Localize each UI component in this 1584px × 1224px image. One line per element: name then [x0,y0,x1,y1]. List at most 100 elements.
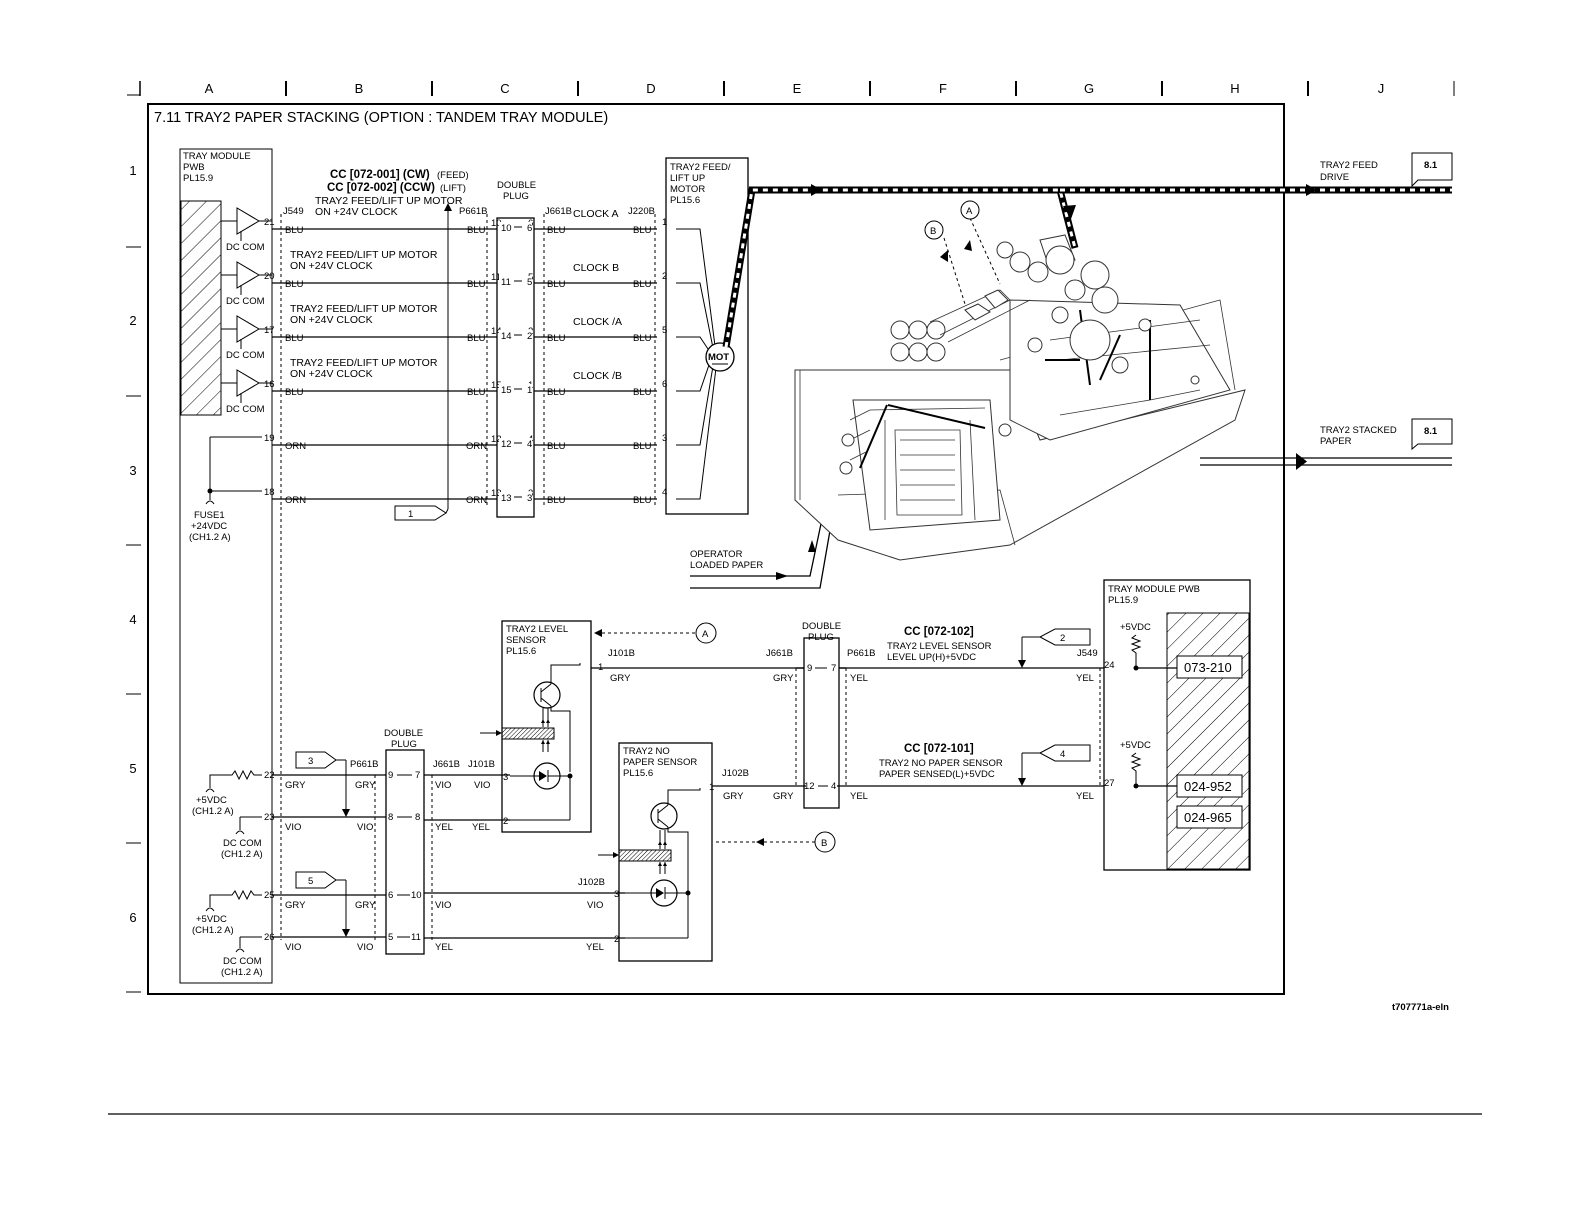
svg-text:J102B: J102B [722,768,749,779]
row-ruler: 1 2 3 4 5 6 [126,163,141,993]
svg-text:CLOCK /A: CLOCK /A [573,316,622,328]
svg-text:DC COM: DC COM [226,404,265,415]
svg-text:PLUG: PLUG [808,632,834,643]
svg-text:GRY: GRY [355,780,376,791]
svg-text:11: 11 [491,272,501,283]
col-e: E [793,81,802,96]
svg-text:25: 25 [264,890,275,901]
svg-text:27: 27 [1104,778,1115,789]
svg-text:2: 2 [503,816,508,827]
svg-text:TRAY2 LEVEL SENSOR: TRAY2 LEVEL SENSOR [887,641,992,652]
svg-text:11: 11 [411,932,421,943]
svg-text:TRAY2 STACKED: TRAY2 STACKED [1320,425,1397,436]
svg-text:15: 15 [491,380,502,391]
svg-text:ON +24V CLOCK: ON +24V CLOCK [290,314,373,326]
svg-text:7: 7 [415,770,420,781]
svg-text:5: 5 [527,277,532,288]
svg-text:(LIFT): (LIFT) [440,183,466,194]
svg-text:10: 10 [491,218,502,229]
svg-text:BLU: BLU [547,225,566,236]
operator-loaded-paper: OPERATOR LOADED PAPER [690,518,833,589]
svg-text:TRAY2 LEVEL: TRAY2 LEVEL [506,624,568,635]
col-b: B [355,81,364,96]
svg-text:BLU: BLU [285,333,304,344]
svg-text:TRAY2 NO: TRAY2 NO [623,746,670,757]
svg-text:TRAY2 FEED/LIFT UP MOTOR: TRAY2 FEED/LIFT UP MOTOR [290,357,438,369]
svg-text:BLU: BLU [633,225,652,236]
svg-text:CC [072-001] (CW): CC [072-001] (CW) [330,169,430,181]
flag-3: 3 [295,751,350,817]
svg-text:BLU: BLU [547,279,566,290]
svg-text:1: 1 [408,509,413,520]
level-signal-harness: J101B GRY J661B GRY P661B YEL J549 YEL D… [591,621,1160,809]
svg-text:PLUG: PLUG [391,739,417,750]
svg-text:VIO: VIO [587,900,603,911]
svg-text:VIO: VIO [285,942,301,953]
svg-text:5: 5 [388,932,393,943]
svg-text:ORN: ORN [285,441,306,452]
svg-text:(CH1.2 A): (CH1.2 A) [192,925,234,936]
svg-text:FUSE1: FUSE1 [194,510,225,521]
feed-lift-motor: TRAY2 FEED/ LIFT UP MOTOR PL15.6 1 2 5 6… [662,157,749,515]
svg-text:BLU: BLU [547,441,566,452]
svg-text:J661B: J661B [766,648,793,659]
svg-text:5: 5 [308,876,313,887]
svg-text:(CH1.2 A): (CH1.2 A) [189,532,231,543]
svg-text:+5VDC: +5VDC [1120,622,1151,633]
col-c: C [500,81,509,96]
svg-text:A: A [702,629,709,640]
svg-text:VIO: VIO [474,780,490,791]
svg-text:J549: J549 [283,206,304,217]
svg-text:J661B: J661B [545,206,572,217]
col-d: D [646,81,655,96]
col-j: J [1378,81,1385,96]
row-2: 2 [129,313,136,328]
svg-text:PL15.6: PL15.6 [670,195,700,206]
svg-text:6: 6 [388,890,393,901]
svg-text:11: 11 [501,277,511,288]
svg-text:MOT: MOT [708,352,729,363]
svg-text:2: 2 [527,331,532,342]
svg-text:ORN: ORN [466,495,487,506]
svg-text:B: B [930,226,936,237]
output-stacked-paper: TRAY2 STACKED PAPER 8.1 [1200,418,1453,470]
svg-text:BLU: BLU [467,279,486,290]
svg-text:TRAY MODULE: TRAY MODULE [183,151,251,162]
svg-text:CLOCK A: CLOCK A [573,208,619,220]
svg-text:CC [072-002] (CCW): CC [072-002] (CCW) [327,182,435,194]
svg-text:TRAY2 FEED/LIFT UP MOTOR: TRAY2 FEED/LIFT UP MOTOR [315,195,463,207]
svg-text:8.1: 8.1 [1424,160,1438,171]
no-paper-sensor: TRAY2 NO PAPER SENSOR PL15.6 B 1 3 2 [598,742,836,962]
callout-b-top: B [924,220,944,240]
svg-text:B: B [821,838,827,849]
svg-text:GRY: GRY [773,673,794,684]
svg-text:GRY: GRY [285,780,306,791]
svg-text:VIO: VIO [357,822,373,833]
svg-text:GRY: GRY [723,791,744,802]
svg-text:BLU: BLU [633,279,652,290]
svg-text:BLU: BLU [633,495,652,506]
svg-text:DOUBLE: DOUBLE [384,728,423,739]
svg-text:13: 13 [491,488,502,499]
svg-text:9: 9 [388,770,393,781]
svg-text:2: 2 [1060,633,1065,644]
svg-text:PAPER SENSOR: PAPER SENSOR [623,757,697,768]
svg-text:2: 2 [662,271,667,282]
svg-text:TRAY2 FEED/: TRAY2 FEED/ [670,162,731,173]
svg-text:DC COM: DC COM [223,956,262,967]
svg-text:YEL: YEL [435,822,453,833]
output-feed-drive: TRAY2 FEED DRIVE 8.1 [1320,152,1453,188]
svg-text:TRAY2 NO PAPER SENSOR: TRAY2 NO PAPER SENSOR [879,758,1003,769]
svg-text:PLUG: PLUG [503,191,529,202]
svg-text:8: 8 [415,812,420,823]
svg-text:ON +24V CLOCK: ON +24V CLOCK [315,206,398,218]
svg-text:YEL: YEL [850,791,868,802]
row-5: 5 [129,761,136,776]
svg-text:BLU: BLU [285,279,304,290]
svg-text:LIFT UP: LIFT UP [670,173,705,184]
svg-text:(CH1.2 A): (CH1.2 A) [221,967,263,978]
svg-text:BLU: BLU [547,333,566,344]
code-024-952: 024-952 [1184,779,1232,794]
svg-text:DC COM: DC COM [226,296,265,307]
